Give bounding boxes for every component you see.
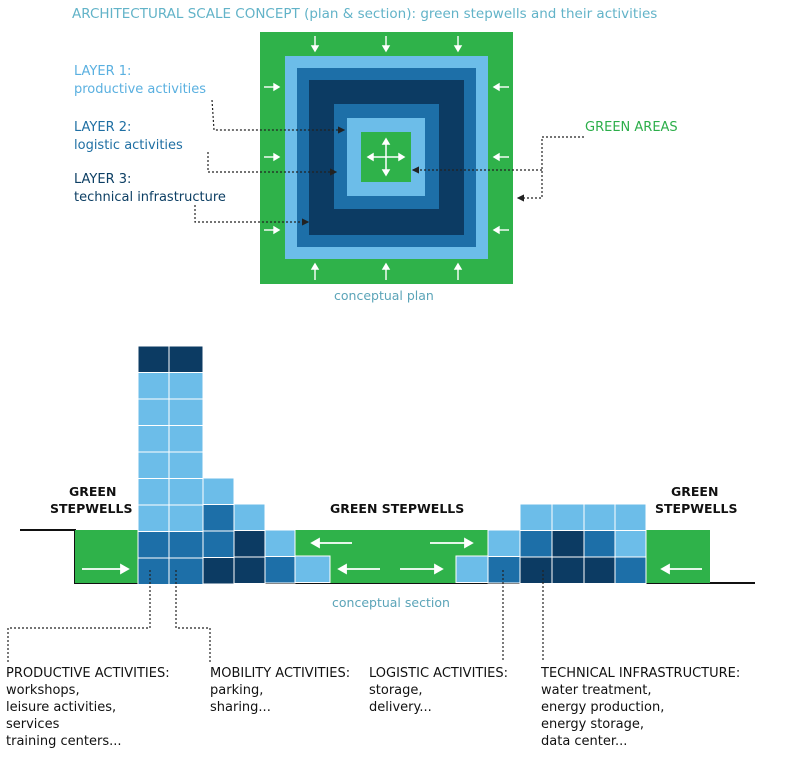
- plan-inward-arrows-icon: [264, 36, 509, 280]
- section-block-cell: [455, 555, 489, 583]
- green-stepwell-right: [646, 530, 710, 583]
- section-block-cell: [168, 345, 204, 373]
- logistic-item: delivery...: [369, 699, 432, 715]
- section-block-cell: [137, 425, 173, 453]
- section-block-cell: [519, 556, 553, 584]
- section-block-cell: [264, 529, 296, 557]
- green-stepwells-left-label-1: GREEN: [69, 484, 117, 499]
- layer-2-desc: logistic activities: [74, 138, 183, 153]
- layer-1-desc: productive activities: [74, 82, 207, 97]
- technical-item: data center...: [541, 733, 628, 749]
- section-block-cell: [294, 555, 331, 583]
- productive-item: workshops,: [6, 682, 80, 698]
- plan-leader-lines: [194, 99, 584, 226]
- section-block-cell: [233, 556, 266, 584]
- section-block-cell: [583, 503, 616, 531]
- section-block-cell: [614, 503, 647, 531]
- productive-activities-block: PRODUCTIVE ACTIVITIES: workshops, leisur…: [6, 666, 170, 750]
- section-block-cell: [168, 478, 204, 506]
- section-block-cell: [137, 372, 173, 400]
- core-cross-arrows-icon: [366, 137, 406, 177]
- section-block-cell: [264, 556, 296, 584]
- technical-item: energy storage,: [541, 716, 644, 732]
- section-block-cell: [137, 345, 173, 373]
- green-stepwell-left: [75, 530, 138, 583]
- section-block-cell: [583, 556, 616, 584]
- section-block-cell: [233, 503, 266, 531]
- plan-caption: conceptual plan: [334, 288, 434, 303]
- section-block-cell: [168, 504, 204, 532]
- technical-infrastructure-block: TECHNICAL INFRASTRUCTURE: water treatmen…: [541, 666, 740, 750]
- layer-2-title: LAYER 2:: [74, 120, 132, 135]
- conceptual-plan: [194, 32, 584, 284]
- section-block-cell: [137, 531, 173, 559]
- mobility-item: sharing...: [210, 699, 271, 715]
- section-block-cell: [168, 425, 204, 453]
- green-stepwells-right-label-1: GREEN: [671, 484, 719, 499]
- section-leader-lines: [7, 570, 544, 662]
- logistic-item: storage,: [369, 682, 423, 698]
- section-caption: conceptual section: [332, 595, 450, 610]
- section-block-cell: [202, 477, 235, 505]
- section-block-cell: [551, 530, 585, 558]
- productive-activities-title: PRODUCTIVE ACTIVITIES:: [6, 666, 170, 681]
- section-block-cell: [137, 557, 173, 585]
- stepwell-arrows-icon: [82, 537, 702, 575]
- section-block-cell: [137, 504, 173, 532]
- conceptual-section: [7, 345, 755, 662]
- section-block-cell: [583, 530, 616, 558]
- productive-item: leisure activities,: [6, 699, 117, 715]
- section-block-cell: [551, 556, 585, 584]
- mobility-activities-block: MOBILITY ACTIVITIES: parking, sharing...: [210, 666, 350, 717]
- section-block-cell: [168, 398, 204, 426]
- section-block-cell: [137, 398, 173, 426]
- layer-3-title: LAYER 3:: [74, 172, 132, 187]
- technical-item: water treatment,: [541, 682, 652, 698]
- logistic-activities-title: LOGISTIC ACTIVITIES:: [369, 666, 509, 681]
- section-block-cell: [487, 529, 521, 557]
- section-block-cell: [168, 557, 204, 585]
- mobility-item: parking,: [210, 682, 264, 698]
- productive-item: services: [6, 716, 60, 732]
- layer-1-title: LAYER 1:: [74, 64, 132, 79]
- section-block-cell: [137, 478, 173, 506]
- green-stepwells-left-label-2: STEPWELLS: [50, 501, 133, 516]
- green-areas-label: GREEN AREAS: [585, 120, 678, 135]
- technical-item: energy production,: [541, 699, 665, 715]
- productive-item: training centers...: [6, 733, 122, 749]
- mobility-activities-title: MOBILITY ACTIVITIES:: [210, 666, 351, 681]
- section-block-cell: [137, 451, 173, 479]
- section-block-cell: [202, 504, 235, 532]
- section-block-cell: [614, 530, 647, 558]
- section-block-cell: [202, 557, 235, 585]
- section-block-cell: [487, 556, 521, 584]
- diagram-title: ARCHITECTURAL SCALE CONCEPT (plan & sect…: [72, 6, 658, 22]
- green-stepwells-center-label: GREEN STEPWELLS: [330, 501, 465, 516]
- section-block-cell: [551, 503, 585, 531]
- section-block-cell: [519, 530, 553, 558]
- section-block-cell: [168, 451, 204, 479]
- section-block-cell: [168, 372, 204, 400]
- section-block-cell: [168, 531, 204, 559]
- section-block-cell: [233, 530, 266, 558]
- section-block-cell: [202, 530, 235, 558]
- layer-3-desc: technical infrastructure: [74, 190, 226, 205]
- section-block-cell: [614, 556, 647, 584]
- section-block-cell: [519, 503, 553, 531]
- logistic-activities-block: LOGISTIC ACTIVITIES: storage, delivery..…: [369, 666, 508, 717]
- green-stepwells-right-label-2: STEPWELLS: [655, 501, 738, 516]
- section-building-grid: [137, 345, 647, 585]
- technical-infrastructure-title: TECHNICAL INFRASTRUCTURE:: [541, 666, 741, 681]
